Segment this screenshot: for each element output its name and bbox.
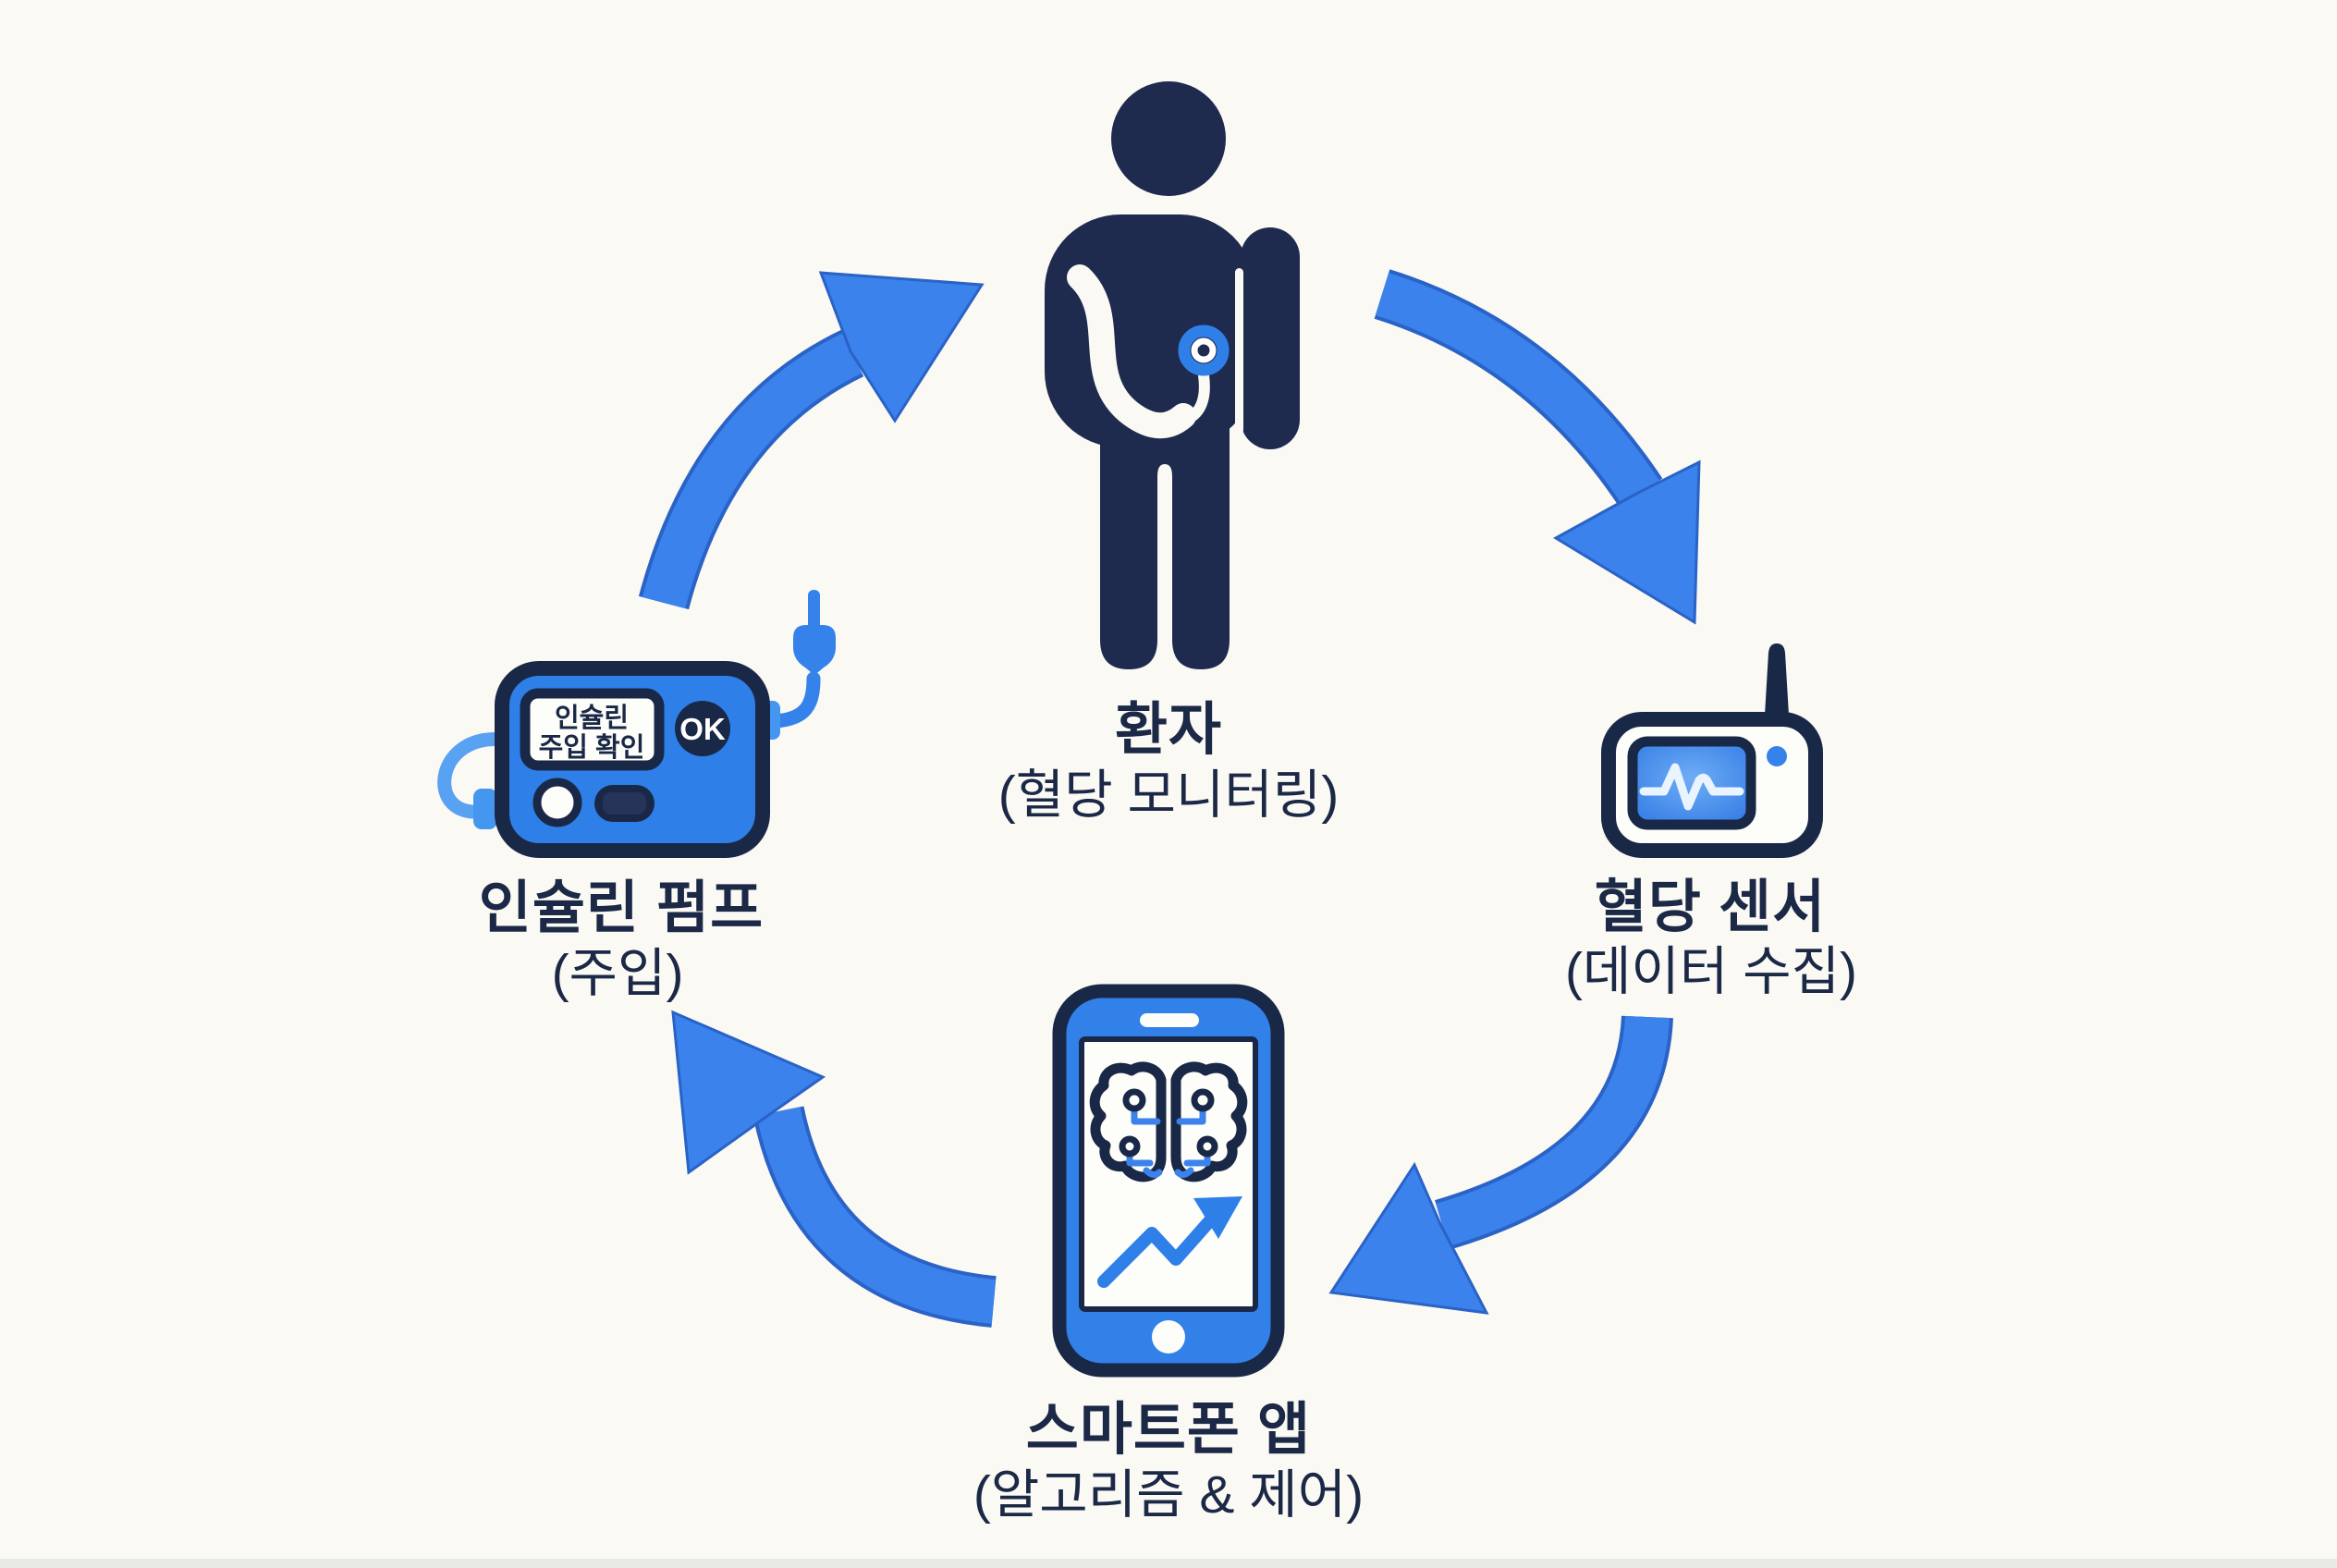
- body-sensor-ring-icon: [1178, 325, 1230, 376]
- sensor-indicator-dot: [1767, 746, 1787, 766]
- body-sensor-highlight: [1195, 341, 1201, 347]
- pump-screen-line2: 주입 확인: [539, 732, 645, 763]
- pump-left-connector: [473, 789, 497, 829]
- bottom-edge-strip: [0, 1559, 2337, 1568]
- patient-subtitle: (혈당 모니터링): [997, 766, 1340, 825]
- pump-subtitle: (주입): [551, 944, 684, 1003]
- arrow-sensor-to-smartphone: [1328, 1015, 1673, 1315]
- arrow-head: [1553, 459, 1701, 625]
- pump-round-button: [532, 778, 582, 827]
- arrow-head: [818, 271, 985, 423]
- arrow-shaft: [1436, 1015, 1670, 1247]
- brain-node: [1196, 1135, 1218, 1158]
- pump-pill-button-inset: [603, 792, 646, 815]
- arrow-head: [671, 1010, 826, 1175]
- smartphone-icon: [1052, 984, 1285, 1378]
- sensor-subtitle: (데이터 수집): [1565, 942, 1857, 1001]
- body-sensor-ring-inner: [1191, 337, 1217, 363]
- cannula-pin: [808, 590, 820, 631]
- brain-icon: [1089, 1061, 1248, 1182]
- brain-node: [1119, 1135, 1141, 1158]
- arrow-head: [1328, 1161, 1489, 1315]
- glucose-sensor-icon: [1601, 643, 1823, 858]
- pump-left-tube: [437, 732, 511, 819]
- person-arm-gap: [1235, 268, 1243, 435]
- arrow-pump-to-patient: [638, 271, 985, 610]
- heartbeat-waveform-icon: [1639, 763, 1744, 811]
- smartphone-title: 스마트폰 앱: [1025, 1398, 1312, 1462]
- pump-ok-label: OK: [679, 712, 726, 746]
- phone-speaker: [1140, 1013, 1199, 1027]
- sensor-tube: [1174, 370, 1210, 427]
- pump-ok-button: [675, 701, 730, 756]
- brain-circuit-left: [1126, 1106, 1163, 1179]
- brain-node: [1191, 1088, 1215, 1112]
- person-left-arm-cutout: [1067, 264, 1196, 439]
- pump-title: 인슐린 펌프: [478, 876, 765, 940]
- smartphone-subtitle: (알고리즘 & 제어): [973, 1465, 1364, 1525]
- trend-arrow-head: [1193, 1196, 1242, 1239]
- trend-line: [1097, 1205, 1225, 1288]
- phone-home-button: [1152, 1320, 1185, 1354]
- arrow-shaft: [756, 1107, 997, 1324]
- insulin-pump-icon: 인슐린 주입 확인 OK: [437, 590, 836, 858]
- person-right-arm: [1241, 227, 1300, 449]
- arrow-patient-to-sensor: [1374, 269, 1701, 625]
- pump-screen-line1: 인슐린: [555, 703, 629, 733]
- person-head: [1111, 81, 1226, 196]
- sensor-title: 혈당 센서: [1594, 876, 1827, 939]
- trend-chart-icon: [1097, 1196, 1242, 1288]
- brain-node: [1122, 1088, 1146, 1112]
- sensor-screen: [1627, 736, 1756, 830]
- arrow-shaft: [1375, 273, 1659, 506]
- infusion-set-connector-icon: [793, 625, 836, 674]
- arrow-smartphone-to-pump: [671, 1010, 997, 1328]
- sensor-antenna: [1764, 643, 1790, 730]
- person-legs: [1100, 370, 1230, 669]
- patient-title: 환자: [1114, 698, 1223, 762]
- patient-icon: [1045, 81, 1300, 669]
- arrow-shaft: [642, 333, 863, 609]
- pump-screen: [520, 688, 665, 771]
- pump-right-tube: [767, 671, 821, 729]
- brain-circuit-right: [1174, 1106, 1211, 1179]
